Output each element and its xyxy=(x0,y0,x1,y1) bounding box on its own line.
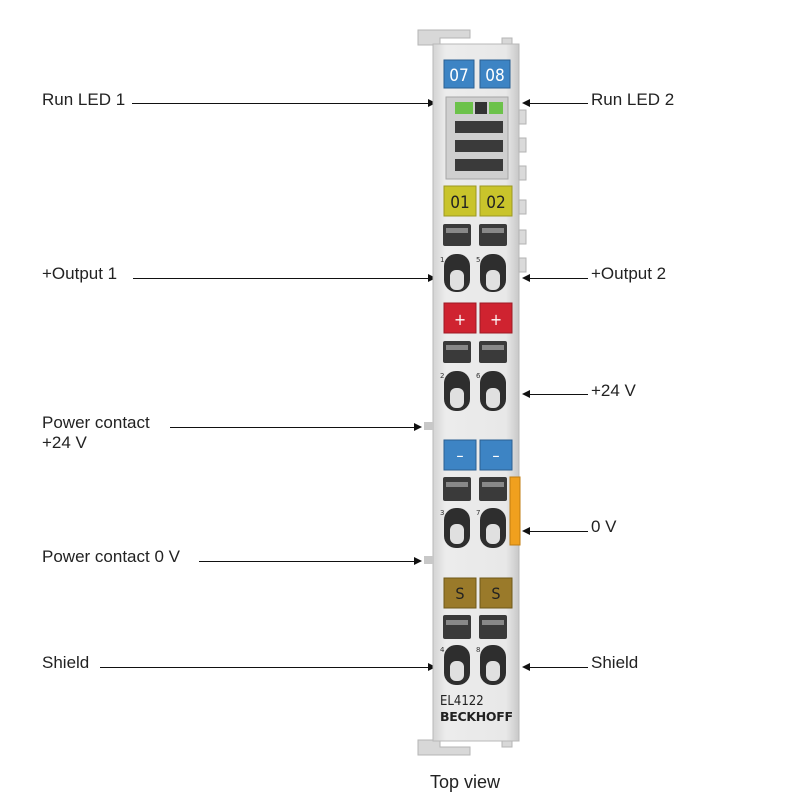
arrow-24v xyxy=(522,390,530,398)
pin-7: 7 xyxy=(476,509,480,517)
tag-01 xyxy=(443,185,477,217)
tag-s-right-text: S xyxy=(491,584,500,603)
arrow-power-contact-24v xyxy=(414,423,422,431)
run-led-2 xyxy=(489,102,503,114)
tag-plus-right-text: + xyxy=(490,310,502,329)
label-shield-right: Shield xyxy=(591,653,639,672)
bottom-clip-right xyxy=(501,736,513,748)
leader-shield-right xyxy=(530,667,588,668)
pin-4: 4 xyxy=(440,646,445,654)
arrow-run-led-1 xyxy=(428,99,436,107)
pin-5: 5 xyxy=(476,256,480,264)
top-latch xyxy=(417,29,471,46)
pin-2: 2 xyxy=(440,372,444,380)
tag-07-text: 07 xyxy=(449,66,468,86)
arrow-output-1 xyxy=(428,274,436,282)
leader-output-1 xyxy=(133,278,428,279)
tag-08-text: 08 xyxy=(485,66,504,86)
leader-power-contact-24v xyxy=(170,427,414,428)
label-24v: +24 V xyxy=(591,381,636,400)
pin-6: 6 xyxy=(476,372,481,380)
tag-plus-left xyxy=(443,302,477,334)
tag-minus-left xyxy=(443,439,477,471)
top-clip-right xyxy=(501,37,513,49)
tag-s-left-text: S xyxy=(455,584,464,603)
tag-minus-right xyxy=(479,439,513,471)
leader-24v xyxy=(530,394,588,395)
tag-minus-right-text: – xyxy=(492,446,499,465)
brand-text: BECKHOFF xyxy=(440,709,513,724)
tag-07 xyxy=(443,59,475,89)
leader-shield-left xyxy=(100,667,428,668)
tag-s-left xyxy=(443,577,477,609)
label-output-2: +Output 2 xyxy=(591,264,667,283)
tag-plus-right xyxy=(479,302,513,334)
orange-0v-contact xyxy=(509,476,521,546)
leader-power-contact-0v xyxy=(199,561,414,562)
terminal-block-3-7 xyxy=(443,477,507,548)
run-led-1 xyxy=(455,102,473,114)
module-body xyxy=(432,43,520,742)
power-contact-24v-slot xyxy=(424,422,434,430)
terminal-block-4-8 xyxy=(443,615,507,685)
leader-run-led-1 xyxy=(132,103,428,104)
leader-run-led-2 xyxy=(530,103,588,104)
tag-02 xyxy=(479,185,513,217)
arrow-run-led-2 xyxy=(522,99,530,107)
tag-02-text: 02 xyxy=(486,193,505,213)
pin-3: 3 xyxy=(440,509,444,517)
arrow-power-contact-0v xyxy=(414,557,422,565)
model-text: EL4122 xyxy=(440,694,484,709)
bottom-latch xyxy=(417,739,471,756)
arrow-output-2 xyxy=(522,274,530,282)
tag-01-text: 01 xyxy=(450,193,469,213)
tag-08 xyxy=(479,59,511,89)
label-0v: 0 V xyxy=(591,517,617,536)
tag-plus-left-text: + xyxy=(454,310,466,329)
terminal-block-2-6 xyxy=(443,341,507,411)
footer-caption: Top view xyxy=(429,772,501,792)
tag-minus-left-text: – xyxy=(456,446,463,465)
pin-1: 1 xyxy=(440,256,444,264)
label-run-led-1: Run LED 1 xyxy=(42,90,126,109)
power-contact-0v-slot xyxy=(424,556,434,564)
label-shield-left: Shield xyxy=(42,653,90,672)
tag-s-right xyxy=(479,577,513,609)
label-power-contact-24v: Power contact +24 V xyxy=(42,413,150,452)
leader-output-2 xyxy=(530,278,588,279)
arrow-0v xyxy=(522,527,530,535)
terminal-block-1-5 xyxy=(443,224,507,292)
label-run-led-2: Run LED 2 xyxy=(591,90,675,109)
arrow-shield-left xyxy=(428,663,436,671)
led-window xyxy=(445,96,509,180)
pin-8: 8 xyxy=(476,646,480,654)
label-output-1: +Output 1 xyxy=(42,264,118,283)
leader-0v xyxy=(530,531,588,532)
arrow-shield-right xyxy=(522,663,530,671)
label-power-contact-0v: Power contact 0 V xyxy=(42,547,180,566)
